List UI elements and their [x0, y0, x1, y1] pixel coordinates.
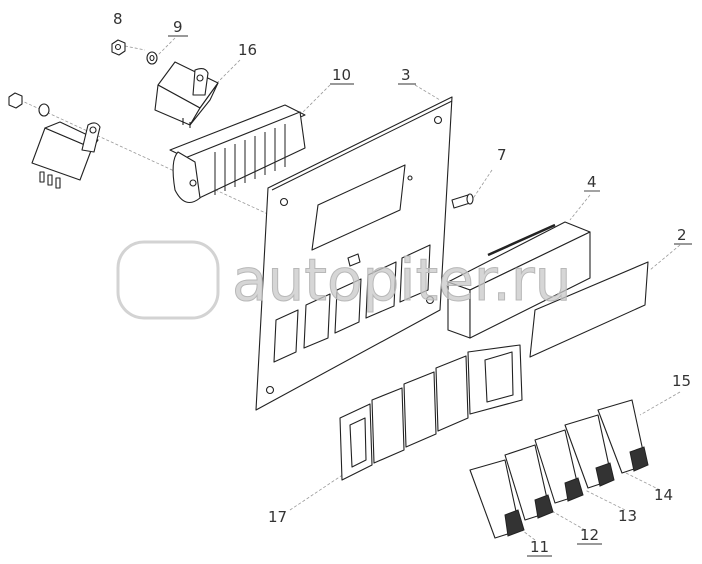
callout-8: 8 [113, 10, 123, 28]
callout-11: 11 [530, 538, 549, 556]
display-housing-4 [447, 221, 591, 339]
callout-9: 9 [173, 18, 183, 36]
callout-13: 13 [618, 507, 637, 525]
rocker-switch-14 [564, 414, 615, 489]
callout-labels: 8 9 16 10 3 7 4 2 15 14 13 12 11 17 [113, 10, 692, 557]
switch-frames-17 [339, 344, 523, 481]
callout-12: 12 [580, 526, 599, 544]
watermark: autopiter.ru [116, 240, 572, 320]
rocker-switch-12 [504, 444, 554, 521]
washer-9 [146, 51, 158, 65]
callout-16: 16 [238, 41, 257, 59]
watermark-logo-frame [116, 240, 220, 320]
panel-plate-3 [255, 96, 453, 411]
relay-left [31, 121, 101, 189]
rocker-switch-13 [534, 429, 584, 504]
screw-7 [347, 193, 474, 267]
callout-17: 17 [268, 508, 287, 526]
washer-left [38, 103, 50, 117]
callout-10: 10 [332, 66, 351, 84]
fuse-block-10 [169, 104, 306, 204]
callout-2: 2 [677, 226, 687, 244]
nut-left [8, 92, 23, 109]
rocker-switches [469, 399, 649, 539]
relay-16 [154, 61, 219, 128]
rocker-switch-11 [469, 459, 525, 539]
watermark-text: autopiter.ru [232, 246, 571, 314]
callout-4: 4 [587, 173, 597, 191]
nut-8 [111, 39, 126, 56]
callout-3: 3 [401, 66, 411, 84]
rocker-switch-15 [597, 399, 649, 474]
callout-7: 7 [497, 146, 507, 164]
callout-15: 15 [672, 372, 691, 390]
callout-14: 14 [654, 486, 673, 504]
label-plate-2 [529, 261, 649, 358]
panel-switch-openings [273, 244, 431, 363]
